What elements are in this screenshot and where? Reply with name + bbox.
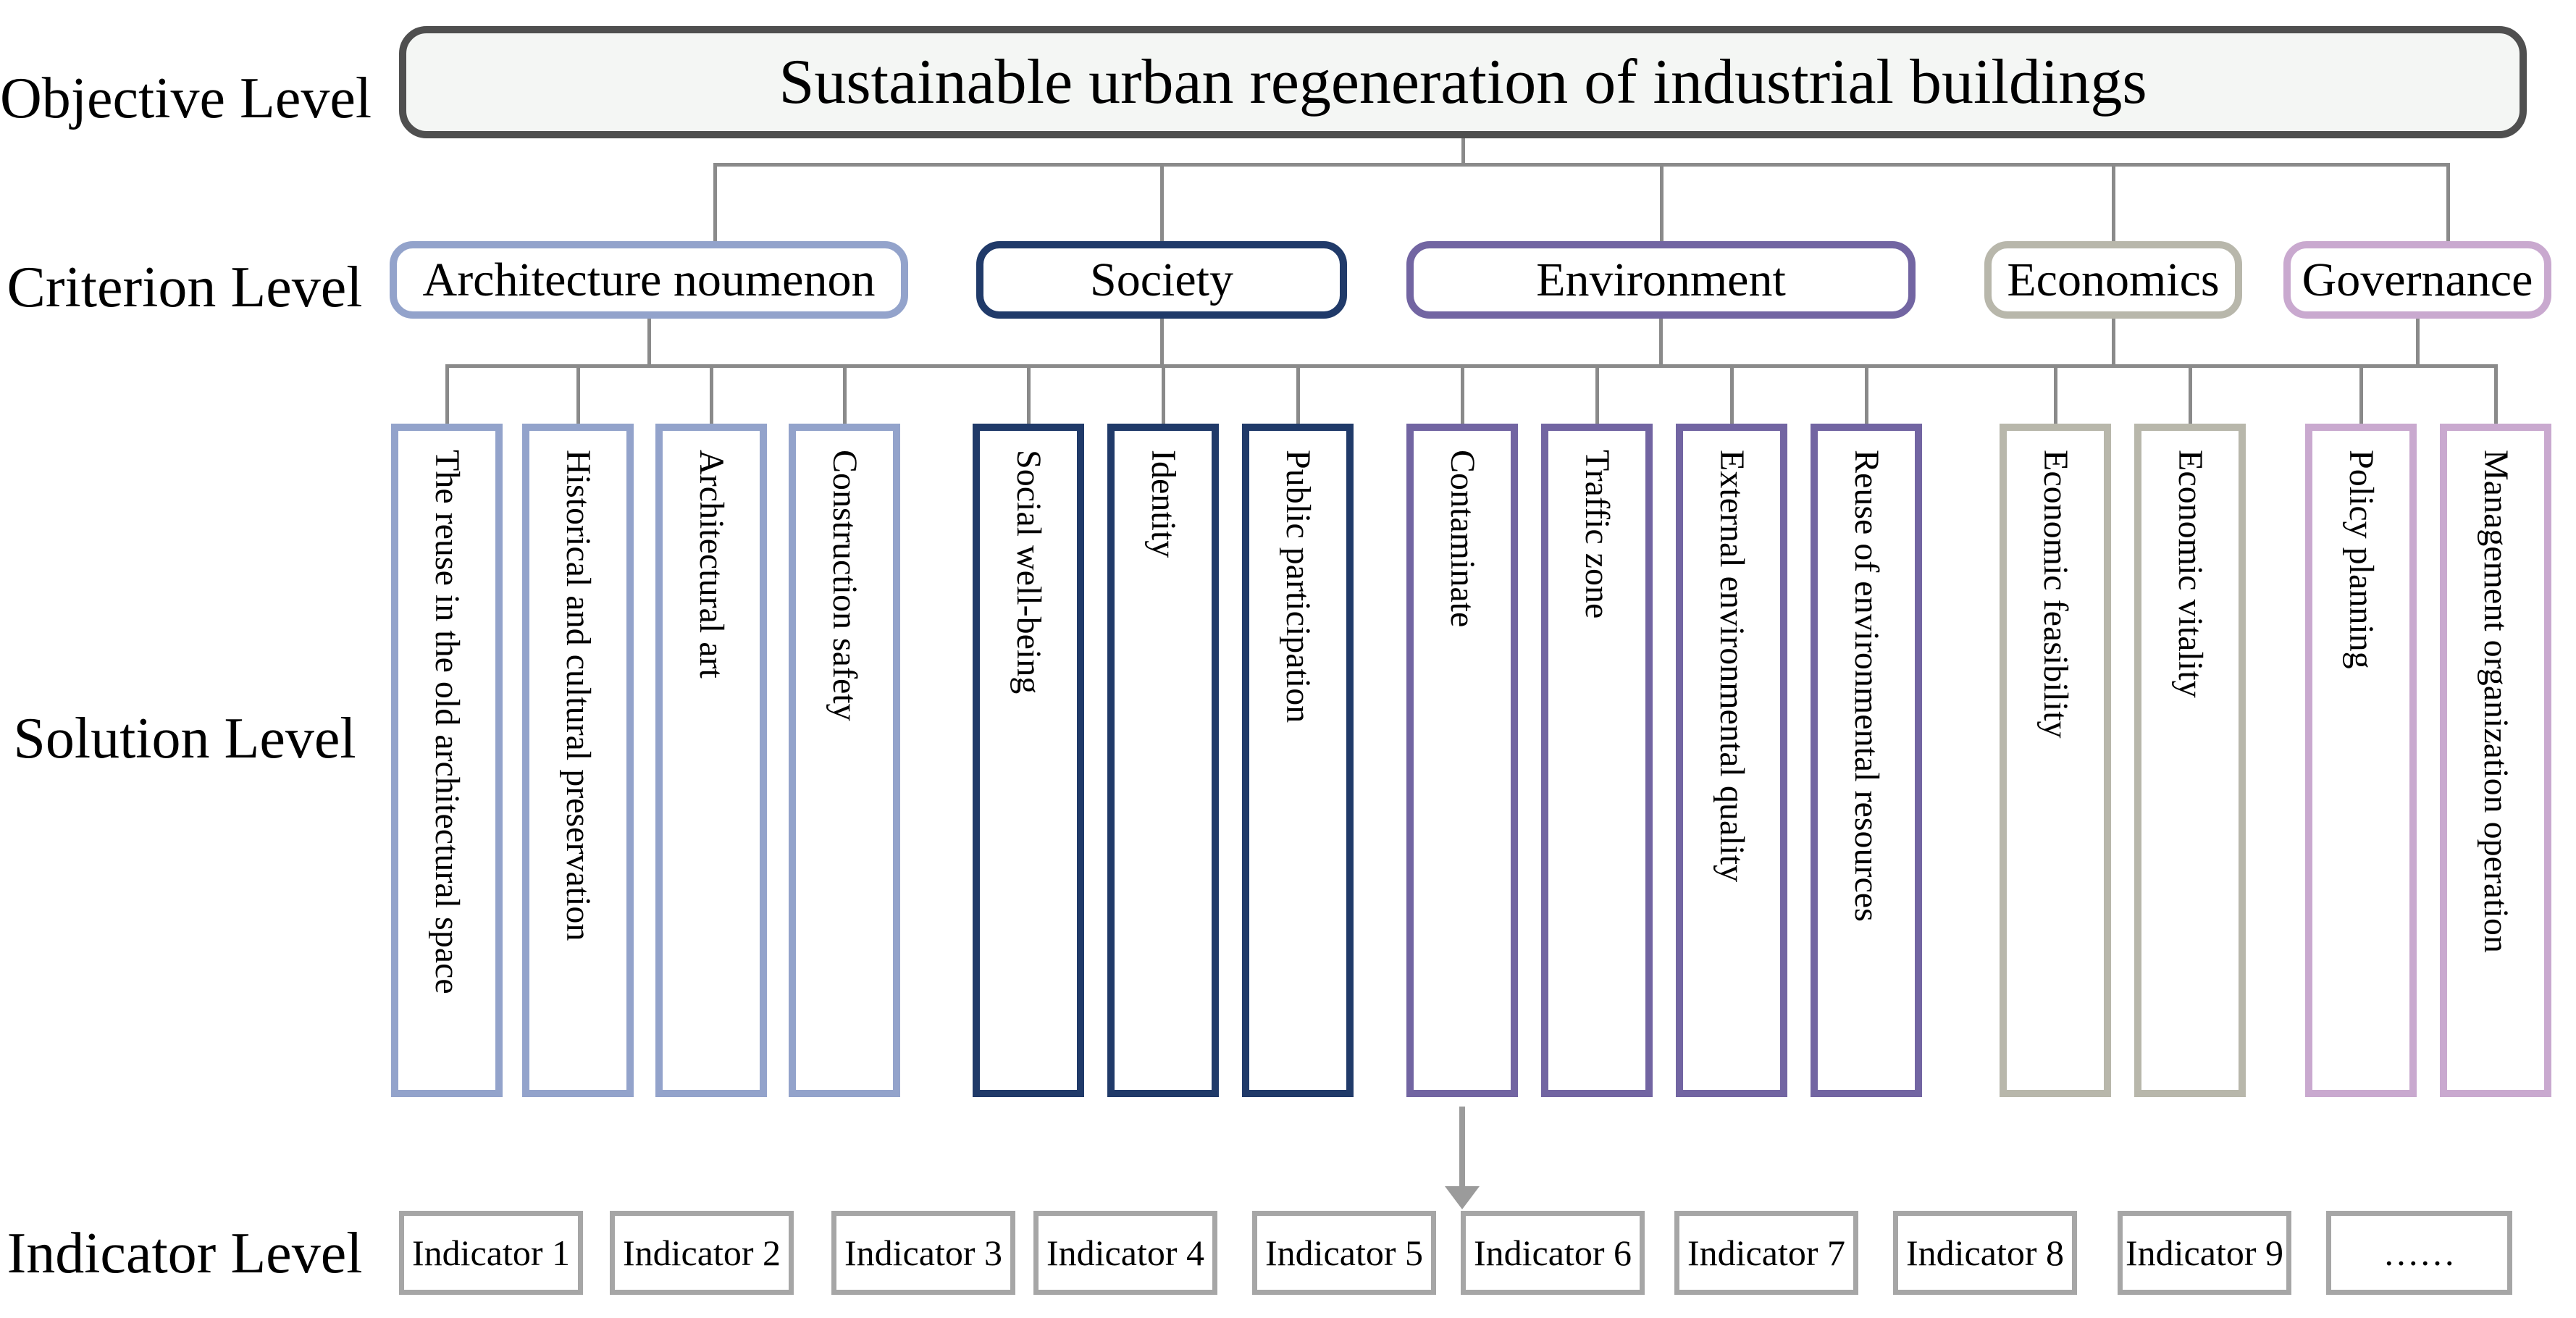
- connector-line: [2359, 366, 2363, 424]
- criterion-label: Society: [1090, 253, 1233, 306]
- indicator-box-4: Indicator 4: [1033, 1211, 1217, 1295]
- connector-line: [2446, 164, 2450, 241]
- criterion-level-label: Criterion Level: [7, 256, 363, 319]
- solution-label: Contaminate: [1443, 450, 1482, 628]
- objective-title: Sustainable urban regeneration of indust…: [779, 47, 2147, 117]
- solution-label: Reuse of environmental resources: [1847, 450, 1886, 922]
- connector-line: [1159, 319, 1164, 366]
- connector-line: [445, 366, 449, 424]
- criterion-box-architecture-noumenon: Architecture noumenon: [390, 241, 908, 319]
- solution-box-policy-planning: Policy planning: [2305, 424, 2417, 1097]
- connector-line: [1595, 366, 1599, 424]
- down-arrow: [1459, 1107, 1465, 1186]
- indicator-label: ……: [2383, 1233, 2456, 1273]
- indicator-box-7: Indicator 7: [1674, 1211, 1858, 1295]
- solution-box-social-well-being: Social well-being: [973, 424, 1084, 1097]
- indicator-box-8: Indicator 8: [1893, 1211, 2077, 1295]
- indicator-box-9: Indicator 9: [2118, 1211, 2291, 1295]
- solution-label: Historical and cultural preservation: [559, 450, 597, 941]
- criterion-label: Environment: [1536, 253, 1786, 306]
- connector-line: [713, 164, 717, 241]
- criterion-label: Governance: [2302, 253, 2533, 306]
- indicator-box-3: Indicator 3: [831, 1211, 1015, 1295]
- solution-box-identity: Identity: [1107, 424, 1219, 1097]
- solution-box-traffic-zone: Traffic zone: [1541, 424, 1653, 1097]
- connector-line: [1161, 366, 1165, 424]
- connector-line: [842, 366, 847, 424]
- connector-line: [713, 162, 2450, 167]
- indicator-box-ellipsis: ……: [2326, 1211, 2512, 1295]
- indicator-label: Indicator 3: [844, 1233, 1002, 1273]
- connector-line: [1864, 366, 1868, 424]
- solution-box-public-participation: Public participation: [1242, 424, 1354, 1097]
- criterion-box-economics: Economics: [1984, 241, 2242, 319]
- connector-line: [1296, 366, 1300, 424]
- criterion-box-society: Society: [976, 241, 1347, 319]
- criterion-box-governance: Governance: [2283, 241, 2551, 319]
- criterion-label: Architecture noumenon: [422, 253, 876, 306]
- solution-label: Architectural art: [692, 450, 731, 679]
- solution-box-the-reuse-in-the-old-architectural-space: The reuse in the old architectural space: [391, 424, 503, 1097]
- solution-box-management-organization-operation: Management organization operation: [2440, 424, 2551, 1097]
- indicator-label: Indicator 6: [1474, 1233, 1632, 1273]
- connector-line: [709, 366, 713, 424]
- connector-line: [2053, 366, 2057, 424]
- indicator-label: Indicator 5: [1265, 1233, 1423, 1273]
- indicator-box-2: Indicator 2: [610, 1211, 794, 1295]
- indicator-label: Indicator 9: [2126, 1233, 2283, 1273]
- connector-line: [2111, 319, 2115, 366]
- connector-line: [2188, 366, 2192, 424]
- indicator-level-label: Indicator Level: [7, 1222, 363, 1285]
- criterion-label: Economics: [2007, 253, 2220, 306]
- solution-box-economic-vitality: Economic vitality: [2134, 424, 2246, 1097]
- solution-level-label: Solution Level: [13, 707, 356, 771]
- down-arrow-head: [1445, 1186, 1480, 1209]
- indicator-box-5: Indicator 5: [1252, 1211, 1436, 1295]
- solution-label: The reuse in the old architectural space: [428, 450, 466, 994]
- indicator-box-6: Indicator 6: [1461, 1211, 1645, 1295]
- solution-label: Identity: [1144, 450, 1183, 558]
- solution-label: Economic vitality: [2171, 450, 2210, 698]
- connector-line: [1460, 366, 1464, 424]
- connector-line: [1659, 164, 1664, 241]
- connector-line: [1461, 138, 1465, 164]
- solution-label: Traffic zone: [1578, 450, 1616, 619]
- solution-label: Policy planning: [2342, 450, 2380, 669]
- indicator-label: Indicator 1: [412, 1233, 570, 1273]
- connector-line: [2415, 319, 2420, 366]
- criterion-box-environment: Environment: [1406, 241, 1916, 319]
- solution-box-economic-feasibility: Economic feasibility: [2000, 424, 2111, 1097]
- solution-box-external-environmental-quality: External environmental quality: [1676, 424, 1787, 1097]
- indicator-label: Indicator 4: [1046, 1233, 1204, 1273]
- indicator-box-1: Indicator 1: [399, 1211, 583, 1295]
- solution-label: External environmental quality: [1713, 450, 1751, 883]
- connector-line: [2111, 164, 2115, 241]
- solution-box-reuse-of-environmental-resources: Reuse of environmental resources: [1811, 424, 1922, 1097]
- connector-line: [2493, 366, 2498, 424]
- solution-box-historical-and-cultural-preservation: Historical and cultural preservation: [522, 424, 634, 1097]
- solution-label: Construction safety: [826, 450, 864, 721]
- indicator-label: Indicator 7: [1687, 1233, 1845, 1273]
- indicator-label: Indicator 2: [623, 1233, 781, 1273]
- objective-level-label: Objective Level: [0, 67, 372, 130]
- solution-label: Social well-being: [1010, 450, 1048, 694]
- connector-line: [647, 319, 651, 366]
- solution-box-architectural-art: Architectural art: [655, 424, 767, 1097]
- solution-label: Public participation: [1279, 450, 1317, 723]
- connector-line: [1659, 319, 1663, 366]
- connector-line: [1729, 366, 1734, 424]
- solution-box-contaminate: Contaminate: [1406, 424, 1518, 1097]
- indicator-label: Indicator 8: [1906, 1233, 2064, 1273]
- connector-line: [445, 364, 2498, 368]
- solution-label: Economic feasibility: [2036, 450, 2075, 739]
- connector-line: [1159, 164, 1164, 241]
- solution-box-construction-safety: Construction safety: [789, 424, 900, 1097]
- solution-label: Management organization operation: [2477, 450, 2515, 953]
- connector-line: [1026, 366, 1031, 424]
- connector-line: [576, 366, 580, 424]
- objective-box: Sustainable urban regeneration of indust…: [399, 26, 2527, 138]
